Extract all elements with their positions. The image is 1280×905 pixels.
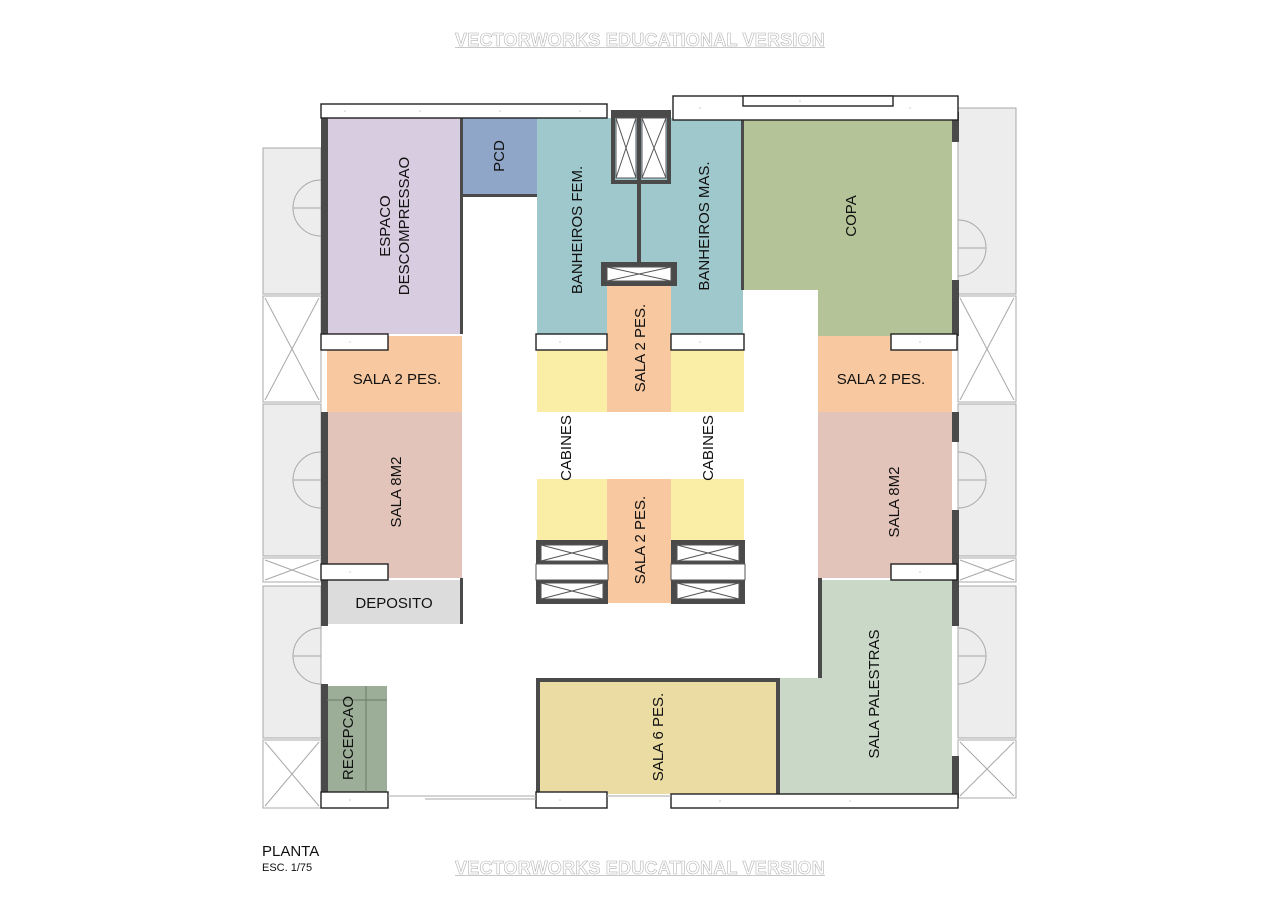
watermark-bottom: VECTORWORKS EDUCATIONAL VERSION (455, 858, 825, 879)
drawing-title: PLANTA (262, 843, 320, 860)
room-fills (327, 106, 952, 794)
room-cabines-br (671, 479, 744, 541)
balconies-left (262, 147, 322, 809)
cabin-fixtures (535, 117, 746, 600)
window-dots (344, 100, 921, 802)
room-pcd (460, 118, 537, 194)
label-deposito: DEPOSITO (355, 595, 432, 612)
room-sala2-center-bottom (607, 479, 671, 603)
drawing-scale: ESC. 1/75 (262, 862, 313, 874)
watermark-top: VECTORWORKS EDUCATIONAL VERSION (455, 30, 825, 51)
label-recepcao: RECEPCAO (340, 696, 357, 780)
label-cabines-left: CABINES (558, 415, 575, 481)
room-espaco (327, 118, 460, 334)
room-sala2-center-top (607, 286, 671, 412)
label-sala6: SALA 6 PES. (650, 693, 667, 781)
label-sala2-right: SALA 2 PES. (837, 371, 925, 388)
room-sala-palestras (780, 580, 952, 794)
label-sala2-center-bottom: SALA 2 PES. (632, 496, 649, 584)
room-deposito (327, 580, 460, 624)
room-labels: ESPACO DESCOMPRESSAO PCD BANHEIROS FEM. … (340, 140, 925, 781)
room-sala8-left (327, 412, 462, 578)
room-cabines-tr (671, 350, 744, 412)
room-cabines-bl (537, 479, 607, 541)
balconies-right (957, 107, 1017, 799)
label-espaco-line1: ESPACO (377, 195, 394, 256)
label-espaco-line2: DESCOMPRESSAO (396, 157, 413, 295)
label-sala8-left: SALA 8M2 (388, 457, 405, 528)
room-copa (743, 106, 952, 336)
label-pcd: PCD (491, 140, 508, 172)
label-sala-palestras: SALA PALESTRAS (866, 630, 883, 759)
label-sala2-center-top: SALA 2 PES. (632, 304, 649, 392)
label-cabines-right: CABINES (700, 415, 717, 481)
windows (320, 95, 959, 809)
room-sala6 (538, 680, 778, 794)
label-copa: COPA (843, 195, 860, 236)
room-sala8-right (818, 412, 952, 578)
room-cabines-tl (537, 350, 607, 412)
window-glass (388, 795, 671, 800)
label-banheiros-fem: BANHEIROS FEM. (569, 166, 586, 294)
label-sala8-right: SALA 8M2 (886, 467, 903, 538)
room-recepcao (327, 686, 387, 792)
label-sala2-left: SALA 2 PES. (353, 371, 441, 388)
label-banheiros-mas: BANHEIROS MAS. (696, 161, 713, 290)
